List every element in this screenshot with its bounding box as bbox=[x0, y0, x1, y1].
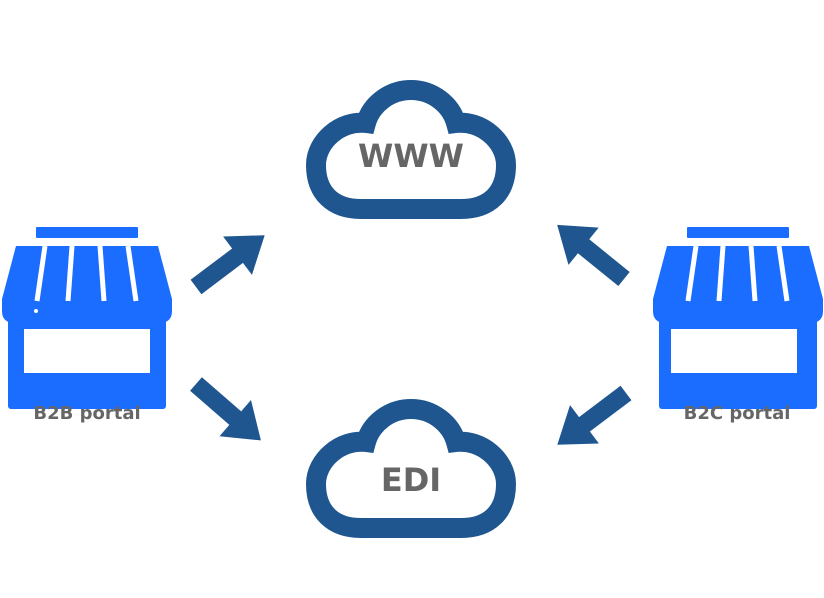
store-window bbox=[671, 329, 797, 373]
cloud-label-edi: EDI bbox=[380, 461, 442, 499]
awning-stripes bbox=[685, 245, 790, 302]
awning-scallops bbox=[34, 309, 38, 313]
arrow-b2b-to-edi bbox=[180, 365, 277, 459]
store-label-b2c: B2C portal bbox=[683, 403, 791, 424]
arrow-b2c-to-www bbox=[542, 206, 640, 298]
awning-stripes bbox=[34, 245, 139, 302]
cloud-label-www: WWW bbox=[358, 137, 464, 175]
store-label-b2b: B2B portal bbox=[33, 403, 141, 424]
storefront-icon-b2b bbox=[2, 227, 172, 409]
arrow-b2b-to-www bbox=[181, 216, 280, 307]
store-window bbox=[24, 329, 150, 373]
storefront-icon-b2c bbox=[653, 227, 823, 409]
arrow-b2c-to-edi bbox=[542, 373, 641, 464]
